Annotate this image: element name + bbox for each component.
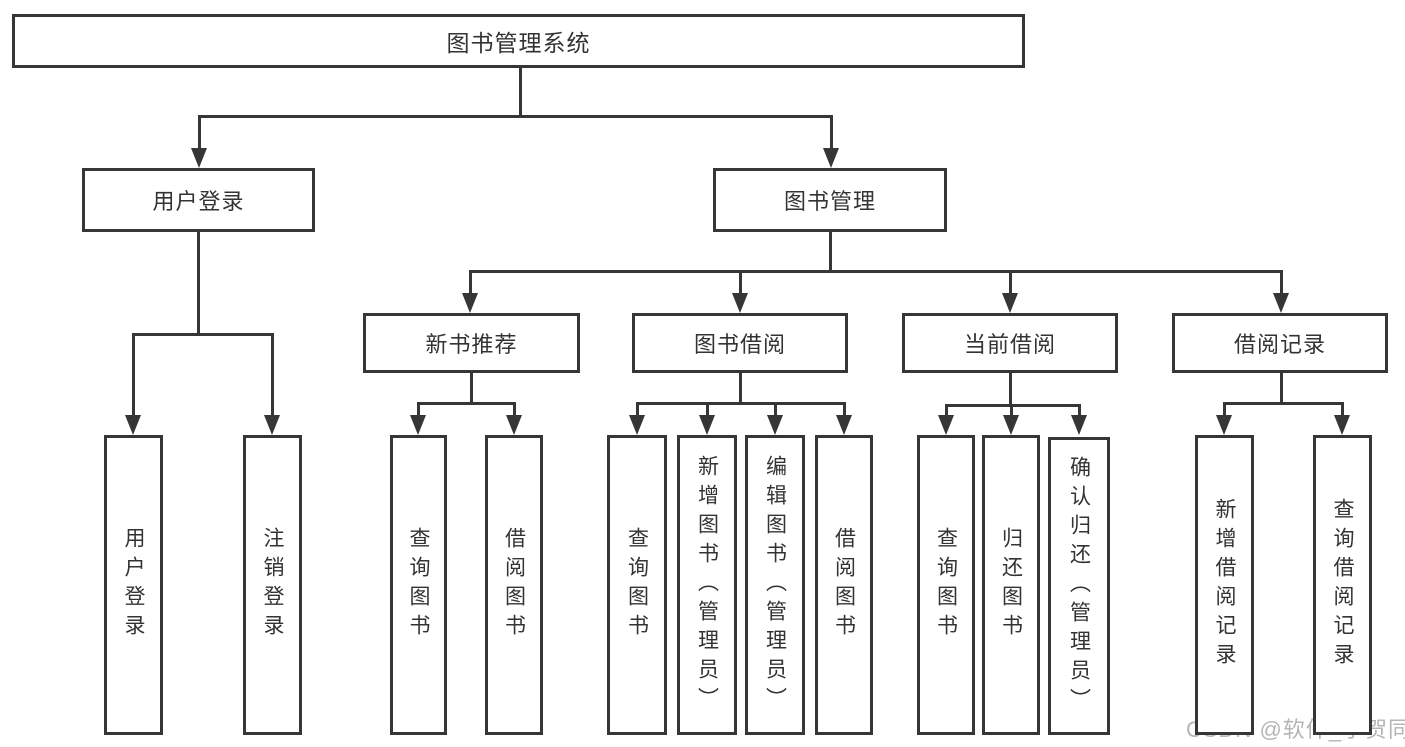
node-label: 用户登录: [122, 527, 145, 643]
node-label: 图书管理: [783, 189, 876, 214]
node-label: 借阅图书: [832, 527, 856, 643]
arrow-down-icon: [732, 293, 748, 313]
connector-segment: [842, 404, 846, 417]
arrow-down-icon: [1216, 415, 1232, 435]
connector-segment: [705, 404, 709, 417]
arrow-down-icon: [836, 415, 852, 435]
node-label: 确认归还（管理员）: [1067, 455, 1091, 717]
connector-segment: [197, 115, 833, 118]
node-label: 用户登录: [152, 189, 245, 214]
arrow-down-icon: [767, 415, 783, 435]
node-label: 查询图书: [934, 527, 958, 643]
node-query-books-current: 查询图书: [917, 435, 975, 735]
node-current-borrowing: 当前借阅: [902, 313, 1118, 373]
arrow-down-icon: [1003, 415, 1019, 435]
node-return-books: 归还图书: [982, 435, 1040, 735]
node-label: 查询图书: [407, 527, 430, 643]
arrow-down-icon: [1002, 293, 1018, 313]
arrow-down-icon: [191, 148, 207, 168]
arrow-down-icon: [699, 415, 715, 435]
connector-segment: [416, 404, 420, 417]
arrow-down-icon: [629, 415, 645, 435]
connector-segment: [270, 335, 274, 417]
arrow-down-icon: [1273, 293, 1289, 313]
node-user-login-branch: 用户登录: [82, 168, 315, 232]
node-label: 当前借阅: [963, 332, 1056, 357]
node-borrowing-records: 借阅记录: [1172, 313, 1388, 373]
node-query-borrow-record: 查询借阅记录: [1313, 435, 1372, 735]
connector-segment: [1222, 402, 1344, 405]
node-label: 借阅记录: [1233, 332, 1326, 357]
arrow-down-icon: [462, 293, 478, 313]
connector-segment: [738, 373, 742, 405]
node-label: 归还图书: [999, 527, 1023, 643]
node-logout-leaf: 注销登录: [243, 435, 302, 735]
arrow-down-icon: [506, 415, 522, 435]
connector-segment: [468, 270, 1283, 273]
node-label: 新书推荐: [425, 332, 518, 357]
connector-segment: [773, 404, 777, 417]
node-add-borrow-record: 新增借阅记录: [1195, 435, 1254, 735]
node-label: 图书管理系统: [446, 30, 591, 56]
connector-segment: [1222, 404, 1226, 417]
connector-segment: [829, 117, 833, 150]
node-label: 新增借阅记录: [1213, 498, 1236, 672]
connector-segment: [416, 402, 516, 405]
node-user-login-leaf: 用户登录: [104, 435, 163, 735]
node-book-management-branch: 图书管理: [713, 168, 947, 232]
connector-segment: [131, 333, 274, 336]
connector-segment: [738, 272, 742, 295]
arrow-down-icon: [1334, 415, 1350, 435]
connector-segment: [1279, 373, 1283, 405]
arrow-down-icon: [264, 415, 280, 435]
arrow-down-icon: [410, 415, 426, 435]
connector-segment: [944, 406, 948, 417]
connector-segment: [1009, 406, 1013, 417]
node-confirm-return-admin: 确认归还（管理员）: [1048, 437, 1110, 735]
node-edit-books-admin: 编辑图书（管理员）: [745, 435, 805, 735]
connector-segment: [1008, 373, 1012, 407]
node-borrow-books-borrowing: 借阅图书: [815, 435, 873, 735]
connector-segment: [512, 404, 516, 417]
node-label: 查询图书: [625, 527, 649, 643]
arrow-down-icon: [1071, 415, 1087, 435]
node-query-books-recommend: 查询图书: [390, 435, 447, 735]
connector-segment: [1340, 404, 1344, 417]
node-book-borrowing: 图书借阅: [632, 313, 848, 373]
node-query-books-borrowing: 查询图书: [607, 435, 667, 735]
connector-segment: [635, 402, 846, 405]
node-add-books-admin: 新增图书（管理员）: [677, 435, 737, 735]
connector-segment: [635, 404, 639, 417]
connector-segment: [469, 373, 473, 405]
node-label: 图书借阅: [693, 332, 786, 357]
node-label: 借阅图书: [502, 527, 526, 643]
connector-segment: [1077, 406, 1081, 417]
node-label: 查询借阅记录: [1331, 498, 1354, 672]
connector-segment: [196, 232, 200, 336]
connector-segment: [1008, 272, 1012, 295]
connector-segment: [828, 232, 832, 273]
arrow-down-icon: [823, 148, 839, 168]
arrow-down-icon: [125, 415, 141, 435]
connector-segment: [131, 335, 135, 417]
node-label: 编辑图书（管理员）: [763, 454, 787, 716]
node-label: 新增图书（管理员）: [695, 454, 719, 716]
connector-segment: [197, 117, 201, 150]
connector-segment: [944, 404, 1081, 407]
node-new-book-recommend: 新书推荐: [363, 313, 580, 373]
node-label: 注销登录: [261, 527, 284, 643]
arrow-down-icon: [938, 415, 954, 435]
node-borrow-books-recommend: 借阅图书: [485, 435, 543, 735]
connector-segment: [1279, 272, 1283, 295]
connector-segment: [468, 272, 472, 295]
connector-segment: [518, 68, 522, 118]
node-system: 图书管理系统: [12, 14, 1025, 68]
